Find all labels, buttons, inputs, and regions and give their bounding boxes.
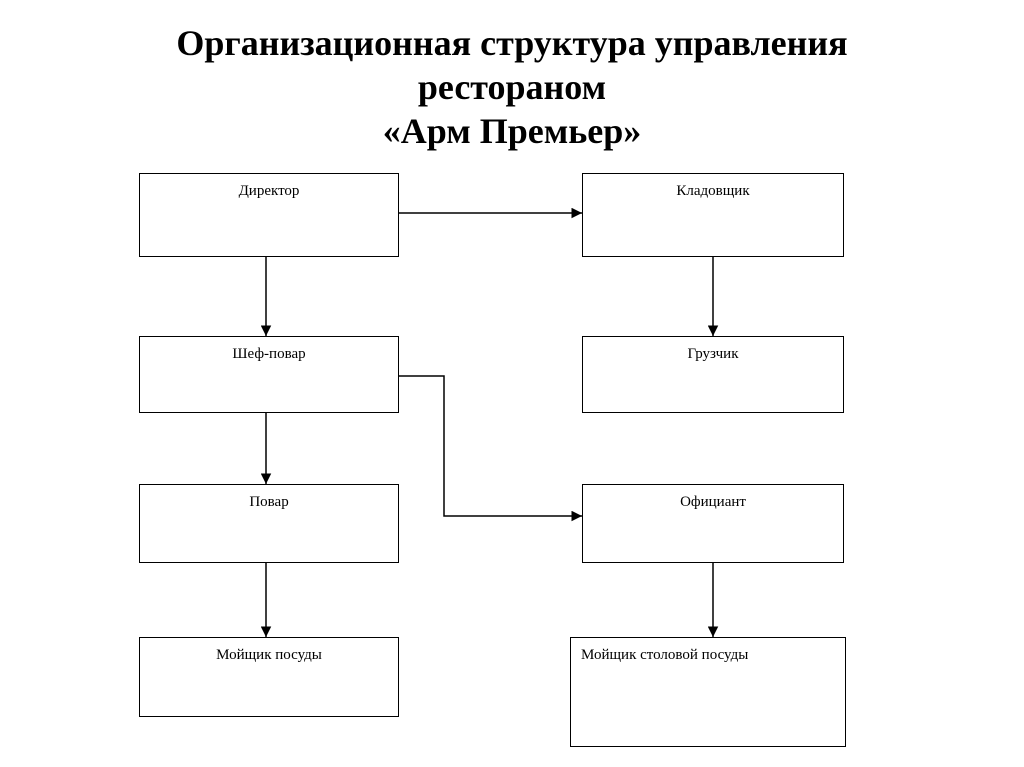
node-chef: Шеф-повар xyxy=(139,336,399,413)
node-cook: Повар xyxy=(139,484,399,563)
diagram-title-line-2: рестораном xyxy=(417,67,607,107)
node-dishwasher-label: Мойщик посуды xyxy=(216,647,322,663)
node-loader: Грузчик xyxy=(582,336,844,413)
node-loader-label: Грузчик xyxy=(687,346,739,362)
node-storekeeper-label: Кладовщик xyxy=(676,183,750,199)
diagram-title-line-3: «Арм Премьер» xyxy=(382,111,642,151)
node-cook-label: Повар xyxy=(249,494,289,510)
node-chef-label: Шеф-повар xyxy=(232,346,306,362)
node-tableware-washer-label: Мойщик столовой посуды xyxy=(581,647,749,663)
node-dishwasher: Мойщик посуды xyxy=(139,637,399,717)
node-tableware-washer: Мойщик столовой посуды xyxy=(570,637,846,747)
node-director: Директор xyxy=(139,173,399,257)
node-director-label: Директор xyxy=(238,183,300,199)
node-waiter-label: Официант xyxy=(680,494,746,510)
node-storekeeper: Кладовщик xyxy=(582,173,844,257)
node-waiter: Официант xyxy=(582,484,844,563)
edge-chef-waiter xyxy=(399,375,582,522)
diagram-title-line-1: Организационная структура управления xyxy=(176,23,848,63)
